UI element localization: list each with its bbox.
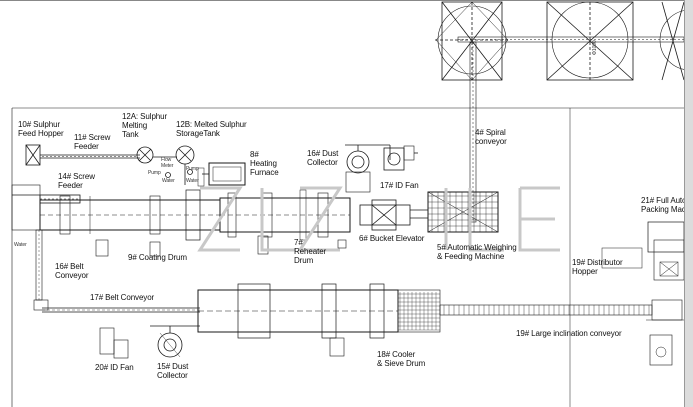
label-spiral-conveyor: 4# Spiral conveyor [475,128,507,146]
heating-furnace-8 [197,162,246,187]
label-belt-conveyor-16: 16# Belt Conveyor [55,262,89,280]
label-sulphur-melting-tank: 12A: Sulphur Melting Tank [122,112,168,139]
label-screw-feeder-11: 11# Screw Feeder [74,133,111,151]
label-id-fan-17: 17# ID Fan [380,181,419,190]
coating-drum-9 [39,189,221,241]
label-large-inclination-conveyor: 19# Large inclination conveyor [516,329,622,338]
id-fan-20 [99,327,129,359]
water-label-2: Water [186,178,199,184]
melted-sulphur-storage-tank-12b [165,145,195,185]
large-inclination-conveyor-19 [439,304,653,316]
belt-conveyor-16 [33,229,49,311]
label-sulphur-feed-hopper: 10# Sulphur Feed Hopper [18,120,64,138]
automatic-weighing-machine-5 [427,191,499,233]
bucket-elevator-6 [359,199,428,231]
dimension-label: Φ1000 [592,40,598,55]
pump-label-2: Pump [186,166,199,172]
dust-collector-15 [150,325,200,358]
silo-2 [546,1,634,81]
label-automatic-weighing: 5# Automatic Weighing & Feeding Machine [437,243,517,261]
label-melted-sulphur-storage: 12B: Melted Sulphur StorageTank [176,120,247,138]
label-screw-feeder-14: 14# Screw Feeder [58,172,95,190]
distributor-hopper-19 [601,247,643,269]
flow-meter-label: Flow Meter [161,157,174,169]
label-coating-drum: 9# Coating Drum [128,253,187,262]
pump-label-1: Pump [148,170,161,176]
right-scroll-edge [684,0,693,407]
label-bucket-elevator: 6# Bucket Elevator [359,234,425,243]
small-equipment [95,235,347,357]
label-reheater-drum: 7# Reheater Drum [294,238,327,265]
sulphur-melting-tank-12a [136,146,177,164]
watermark [197,186,560,252]
label-heating-furnace: 8# Heating Furnace [250,150,279,177]
water-label-1: Water [162,178,175,184]
screw-feeder-11 [40,154,140,159]
storage-silos [435,1,693,81]
label-distributor-hopper: 19# Distributor Hopper [572,258,623,276]
water-label-3: Water [14,242,27,248]
sulphur-feed-hopper-10 [25,144,41,166]
label-full-auto-packing: 21# Full Auto Packing Mac [641,196,687,214]
id-fan-17 [383,145,418,171]
label-cooler-sieve-drum: 18# Cooler & Sieve Drum [377,350,426,368]
silo-1 [435,1,509,81]
label-id-fan-20: 20# ID Fan [95,363,134,372]
label-dust-collector-15: 15# Dust Collector [157,362,189,380]
belt-conveyor-17 [42,307,200,313]
label-belt-conveyor-17: 17# Belt Conveyor [90,293,155,302]
packing-machine-21 [647,221,685,366]
dust-collector-16 [345,144,391,193]
label-dust-collector-16: 16# Dust Collector [307,149,339,167]
sieve-screen-grid [398,292,440,331]
reheater-drum-7 [219,189,351,241]
top-border [0,0,693,1]
